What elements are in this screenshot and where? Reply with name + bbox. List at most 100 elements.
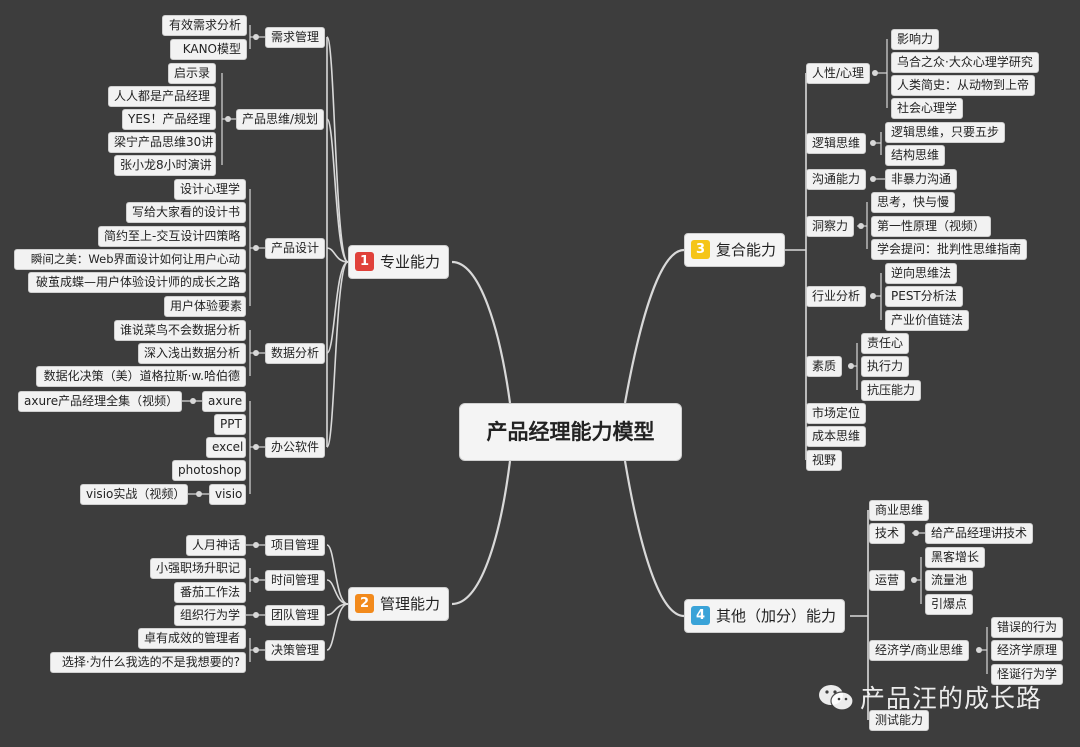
leaf-book[interactable]: 思考，快与慢 bbox=[871, 192, 956, 213]
leaf-book[interactable]: 张小龙8小时演讲 bbox=[114, 155, 216, 176]
connector-dot bbox=[253, 350, 259, 356]
leaf-book[interactable]: 黑客增长 bbox=[925, 547, 986, 568]
leaf-book[interactable]: 谁说菜鸟不会数据分析 bbox=[114, 320, 246, 341]
leaf-book[interactable]: 小强职场升职记 bbox=[150, 558, 246, 579]
link-mgmt-sub bbox=[326, 544, 349, 605]
leaf-quality[interactable]: 责任心 bbox=[861, 333, 910, 354]
leaf-book[interactable]: 给产品经理讲技术 bbox=[925, 523, 1034, 544]
leaf-book[interactable]: 番茄工作法 bbox=[174, 582, 246, 603]
leaf-book[interactable]: 组织行为学 bbox=[174, 605, 246, 626]
leaf-book[interactable]: 错误的行为 bbox=[991, 617, 1064, 638]
leaf-book[interactable]: 有效需求分析 bbox=[162, 15, 247, 36]
leaf-book[interactable]: 引爆点 bbox=[925, 594, 974, 615]
leaf-book[interactable]: 破茧成蝶—用户体验设计师的成长之路 bbox=[28, 272, 246, 293]
link-center-professional bbox=[451, 260, 512, 404]
topic-vision[interactable]: 视野 bbox=[806, 450, 843, 471]
leaf-quality[interactable]: 抗压能力 bbox=[861, 380, 922, 401]
leaf-book[interactable]: 怪诞行为学 bbox=[991, 664, 1064, 685]
leaf-book[interactable]: 人类简史：从动物到上帝 bbox=[891, 75, 1036, 96]
topic-decision-mgmt[interactable]: 决策管理 bbox=[265, 640, 326, 661]
connector-dot bbox=[196, 491, 202, 497]
central-topic[interactable]: 产品经理能力模型 bbox=[459, 403, 682, 461]
topic-data-analysis[interactable]: 数据分析 bbox=[265, 343, 326, 364]
link-left-sub bbox=[326, 261, 349, 448]
connector-dot bbox=[872, 70, 878, 76]
topic-insight[interactable]: 洞察力 bbox=[806, 216, 855, 237]
leaf-book[interactable]: 影响力 bbox=[891, 29, 940, 50]
leaf-book[interactable]: 非暴力沟通 bbox=[885, 169, 958, 190]
topic-communication[interactable]: 沟通能力 bbox=[806, 169, 867, 190]
topic-requirements[interactable]: 需求管理 bbox=[265, 27, 326, 48]
topic-cost-thinking[interactable]: 成本思维 bbox=[806, 426, 867, 447]
leaf-book[interactable]: 结构思维 bbox=[885, 145, 946, 166]
leaf-book[interactable]: 逻辑思维，只要五步 bbox=[885, 122, 1006, 143]
leaf-book[interactable]: 经济学原理 bbox=[991, 640, 1064, 661]
leaf-book[interactable]: 人人都是产品经理 bbox=[108, 86, 216, 107]
leaf-book[interactable]: 简约至上-交互设计四策略 bbox=[98, 226, 246, 247]
leaf-book[interactable]: 深入浅出数据分析 bbox=[138, 343, 246, 364]
leaf-video[interactable]: visio实战（视频） bbox=[80, 484, 188, 505]
topic-project-mgmt[interactable]: 项目管理 bbox=[265, 535, 326, 556]
connector-dot bbox=[225, 116, 231, 122]
branch-label: 复合能力 bbox=[716, 241, 777, 259]
leaf-quality[interactable]: 执行力 bbox=[861, 356, 910, 377]
topic-product-thinking[interactable]: 产品思维/规划 bbox=[236, 109, 325, 130]
leaf-tool[interactable]: axure bbox=[202, 391, 246, 412]
link-left-sub bbox=[326, 36, 349, 263]
leaf-book[interactable]: 乌合之众·大众心理学研究 bbox=[891, 52, 1039, 73]
leaf-book[interactable]: 梁宁产品思维30讲 bbox=[108, 132, 216, 153]
topic-industry[interactable]: 行业分析 bbox=[806, 286, 867, 307]
leaf-book[interactable]: 数据化决策（美）道格拉斯·w.哈伯德 bbox=[36, 366, 246, 387]
connector-dot bbox=[913, 530, 919, 536]
leaf-book[interactable]: 瞬间之美：Web界面设计如何让用户心动 bbox=[14, 249, 246, 270]
topic-team-mgmt[interactable]: 团队管理 bbox=[265, 605, 326, 626]
link-mgmt-sub bbox=[326, 579, 349, 605]
leaf-video[interactable]: 第一性原理（视频） bbox=[871, 216, 992, 237]
connector-dot bbox=[976, 647, 982, 653]
topic-business-thinking[interactable]: 商业思维 bbox=[869, 500, 930, 521]
leaf-book[interactable]: YES！产品经理 bbox=[122, 109, 216, 130]
leaf-method[interactable]: 逆向思维法 bbox=[885, 263, 958, 284]
branch-composite[interactable]: 3 复合能力 bbox=[684, 233, 786, 267]
topic-market-position[interactable]: 市场定位 bbox=[806, 403, 867, 424]
leaf-book[interactable]: 设计心理学 bbox=[174, 179, 246, 200]
leaf-book[interactable]: 社会心理学 bbox=[891, 98, 964, 119]
topic-human-nature[interactable]: 人性/心理 bbox=[806, 63, 871, 84]
badge-4: 4 bbox=[691, 606, 710, 625]
leaf-tool[interactable]: PPT bbox=[214, 414, 246, 435]
leaf-book[interactable]: 流量池 bbox=[925, 570, 974, 591]
leaf-book[interactable]: 学会提问：批判性思维指南 bbox=[871, 239, 1028, 260]
leaf-book[interactable]: 卓有成效的管理者 bbox=[138, 628, 246, 649]
topic-product-design[interactable]: 产品设计 bbox=[265, 238, 326, 259]
connector-dot bbox=[253, 444, 259, 450]
topic-office-software[interactable]: 办公软件 bbox=[265, 437, 326, 458]
leaf-tool[interactable]: excel bbox=[206, 437, 246, 458]
connector-dot bbox=[190, 398, 196, 404]
topic-operations[interactable]: 运营 bbox=[869, 570, 906, 591]
topic-quality[interactable]: 素质 bbox=[806, 356, 843, 377]
leaf-book[interactable]: 写给大家看的设计书 bbox=[126, 202, 246, 223]
leaf-book[interactable]: KANO模型 bbox=[170, 39, 247, 60]
badge-3: 3 bbox=[691, 240, 710, 259]
leaf-book[interactable]: 启示录 bbox=[168, 63, 216, 84]
topic-logic[interactable]: 逻辑思维 bbox=[806, 133, 867, 154]
leaf-method[interactable]: PEST分析法 bbox=[885, 286, 963, 307]
leaf-tool[interactable]: visio bbox=[209, 484, 246, 505]
topic-testing[interactable]: 测试能力 bbox=[869, 710, 930, 731]
leaf-tool[interactable]: photoshop bbox=[172, 460, 246, 481]
leaf-method[interactable]: 产业价值链法 bbox=[885, 310, 970, 331]
leaf-book[interactable]: 选择·为什么我选的不是我想要的? bbox=[50, 652, 246, 673]
watermark-text: 产品汪的成长路 bbox=[860, 684, 1043, 713]
topic-tech[interactable]: 技术 bbox=[869, 523, 906, 544]
topic-economics[interactable]: 经济学/商业思维 bbox=[869, 640, 970, 661]
leaf-video[interactable]: axure产品经理全集（视频） bbox=[18, 391, 182, 412]
leaf-book[interactable]: 用户体验要素 bbox=[164, 296, 246, 317]
link-left-sub bbox=[326, 261, 349, 354]
topic-time-mgmt[interactable]: 时间管理 bbox=[265, 570, 326, 591]
leaf-book[interactable]: 人月神话 bbox=[186, 535, 246, 556]
link-center-composite bbox=[623, 248, 685, 404]
